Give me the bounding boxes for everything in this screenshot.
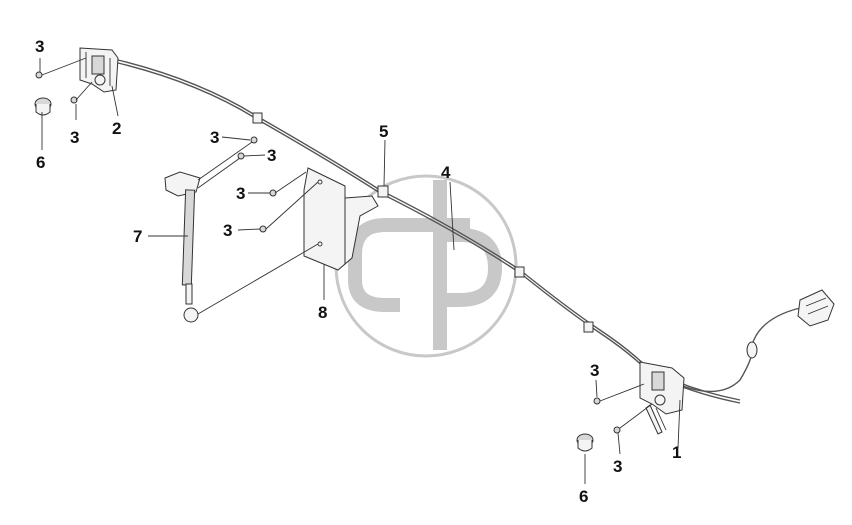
callout-4: 4 — [441, 163, 451, 182]
gas-strut — [164, 139, 256, 323]
lock-upper-left — [79, 47, 119, 93]
callout-7: 7 — [133, 227, 142, 246]
callout-6: 6 — [36, 153, 45, 172]
callout-5: 5 — [379, 122, 388, 141]
lock-lower-right — [639, 361, 685, 435]
release-cable — [679, 307, 801, 393]
callout-3: 3 — [35, 37, 44, 56]
release-handle — [797, 289, 835, 327]
watermark-logo — [334, 174, 518, 358]
callout-3: 3 — [223, 221, 232, 240]
leader-lines — [39, 57, 681, 484]
callout-3: 3 — [613, 457, 622, 476]
callout-6: 6 — [579, 487, 588, 506]
rubber-buffer — [34, 97, 594, 452]
cable-clip — [252, 112, 594, 333]
callout-3: 3 — [210, 128, 219, 147]
callout-1: 1 — [672, 443, 681, 462]
main-cable-inner — [117, 62, 741, 404]
callout-8: 8 — [318, 303, 327, 322]
cable-grommet — [746, 341, 758, 359]
callout-2: 2 — [112, 119, 121, 138]
callout-3: 3 — [236, 184, 245, 203]
callout-3: 3 — [70, 128, 79, 147]
callout-3: 3 — [590, 361, 599, 380]
bracket-plate — [303, 167, 379, 271]
bolt — [35, 71, 621, 434]
callout-3: 3 — [267, 146, 276, 165]
